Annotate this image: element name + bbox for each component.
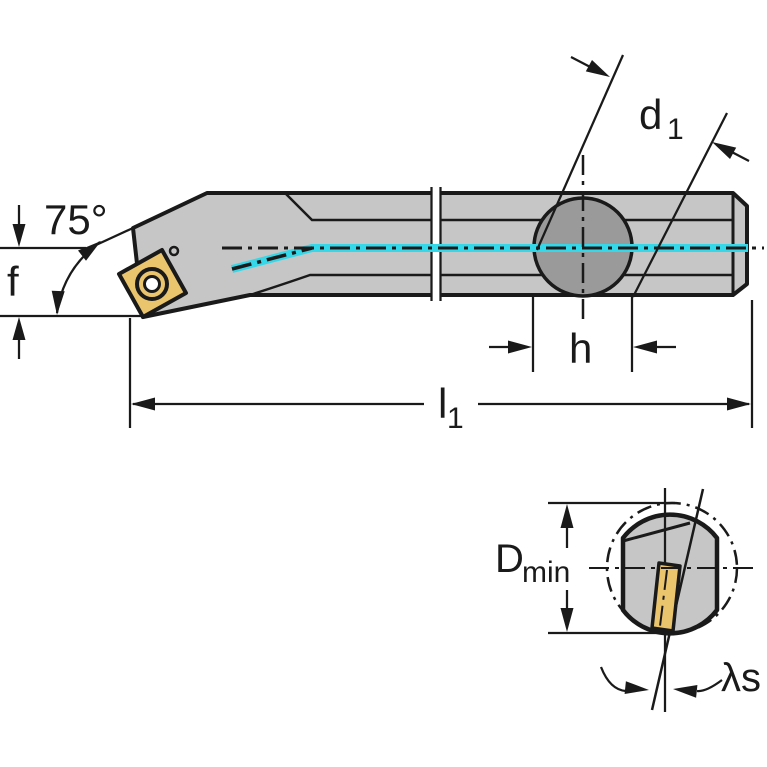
l1-dimension: l 1 (128, 300, 754, 435)
side-view-drawing: 75° f d 1 (0, 54, 764, 435)
h-label: h (569, 325, 592, 372)
lower-flat-edge-line (249, 273, 733, 297)
dmin-subscript: min (522, 556, 570, 589)
dmin-extension-lines (548, 501, 675, 635)
lambda-s-dimension: λs (599, 656, 761, 700)
insert-end-view (650, 561, 682, 633)
l1-subscript: 1 (447, 402, 464, 435)
f-dimension: f (0, 205, 148, 359)
coolant-channel-line (222, 244, 764, 273)
h-dimension: h (489, 297, 676, 372)
pocket-chord-line (622, 521, 691, 543)
dmin-dimension: D min (495, 504, 574, 632)
end-view-drawing: D min λs (495, 488, 761, 712)
d1-subscript: 1 (667, 113, 684, 146)
pocket-corner-detail (168, 245, 180, 257)
lead-angle-label: 75° (44, 196, 108, 243)
dmin-label: D (495, 537, 524, 581)
lambda-s-label: λs (721, 656, 761, 700)
l1-label: l (438, 380, 447, 427)
d1-label: d (639, 91, 662, 138)
insert-screw-hole (143, 275, 161, 293)
f-label: f (7, 258, 19, 305)
d1-dimension: d 1 (535, 54, 750, 298)
angle-dimension-75: 75° (44, 196, 134, 315)
